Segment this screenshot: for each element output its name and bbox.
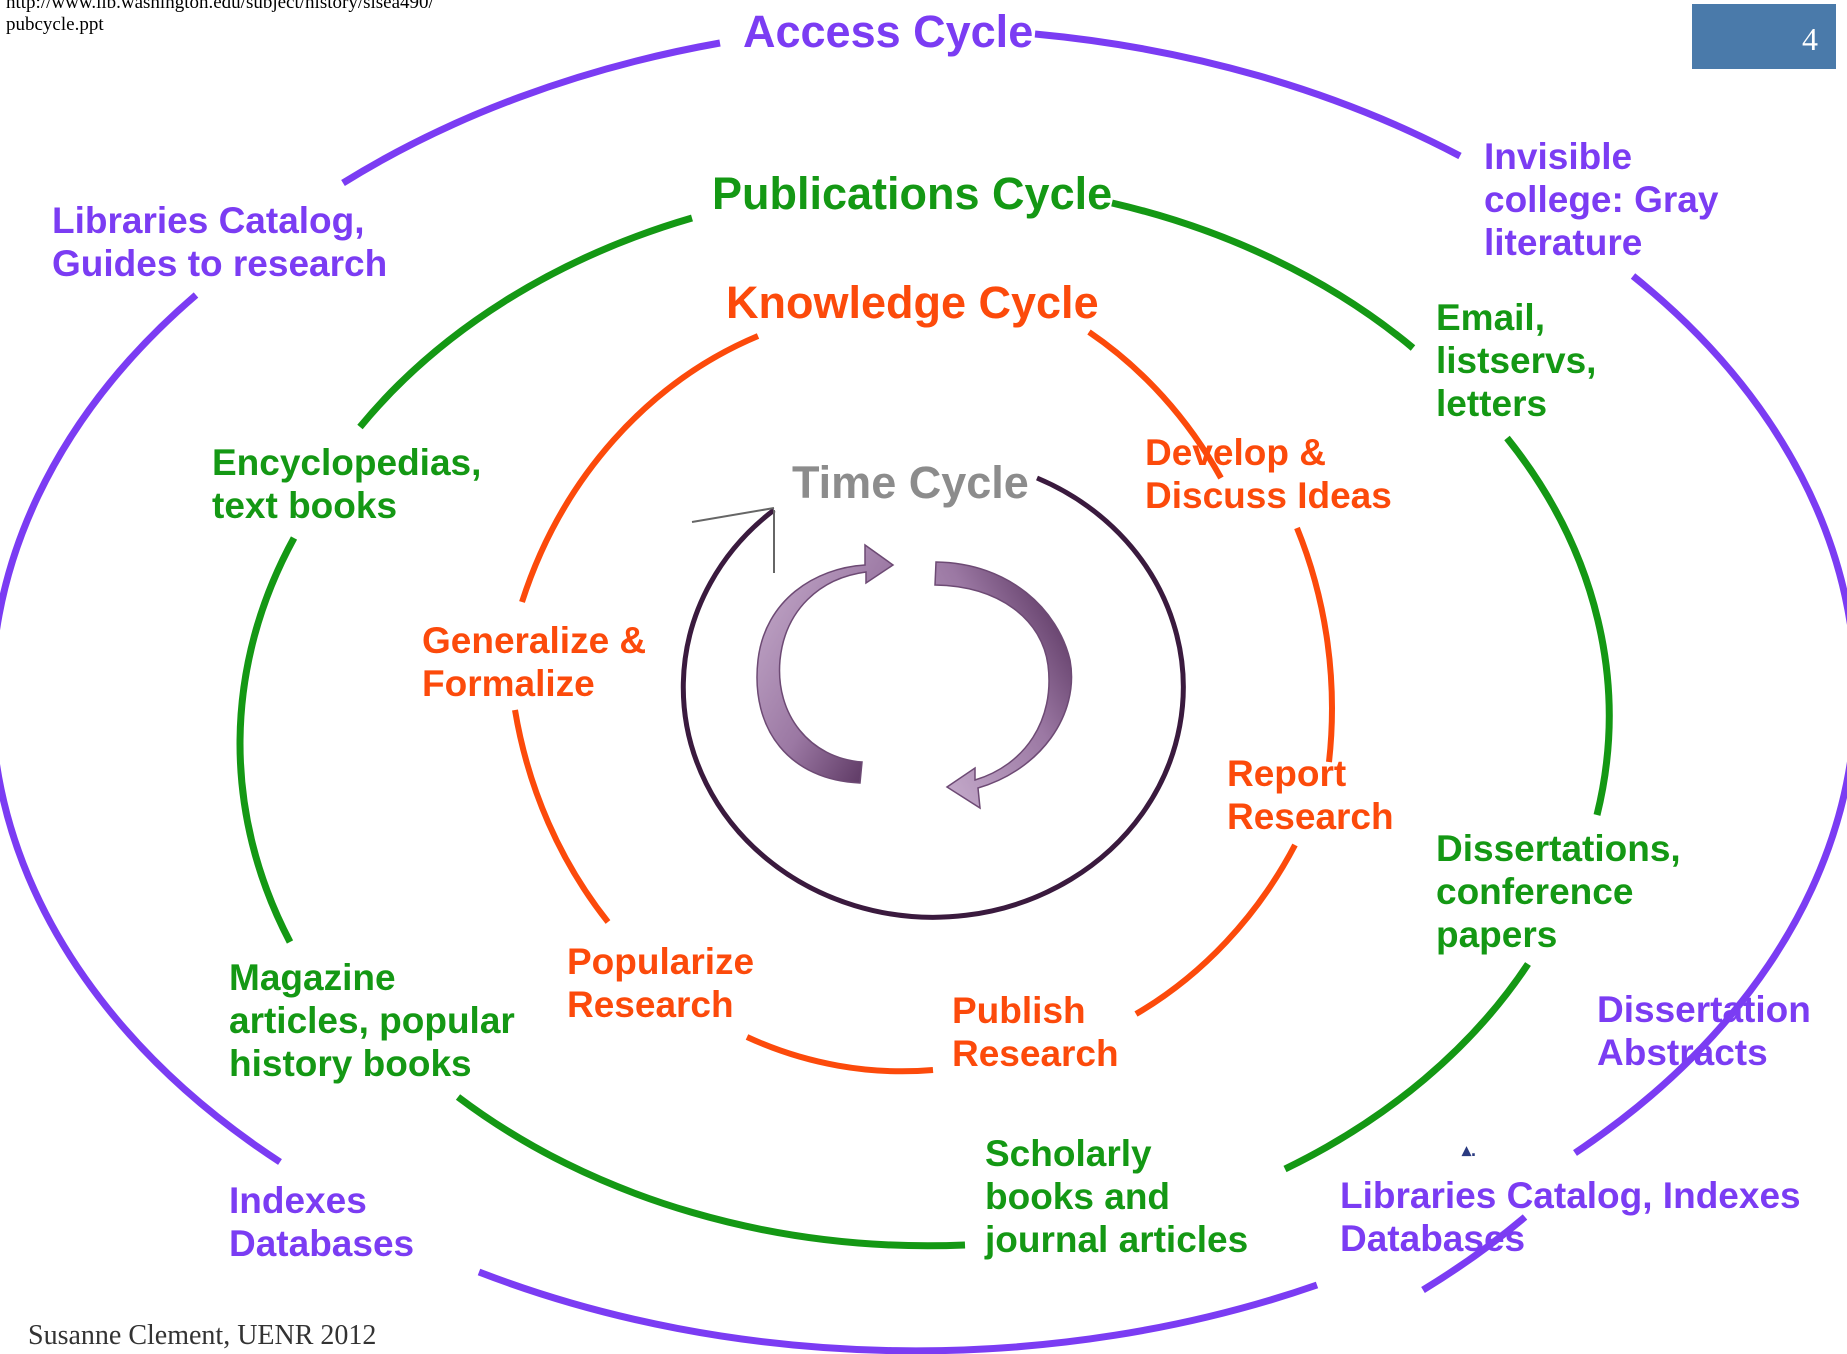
knowledge-item-popularize: Popularize Research	[567, 941, 755, 1025]
knowledge-item-generalize: Generalize & Formalize	[422, 620, 647, 704]
knowledge-cycle-ring	[512, 329, 1335, 1075]
knowledge-item-develop: Develop & Discuss Ideas	[1145, 432, 1392, 516]
time-cycle-title: Time Cycle	[792, 457, 1029, 508]
pointer-line	[691, 507, 775, 523]
decorative-mark-icon: ▴.	[1462, 1140, 1477, 1160]
publications-item-email: Email, listservs, letters	[1436, 297, 1597, 424]
knowledge-item-report: Report Research	[1227, 753, 1394, 837]
arrow-left-half	[756, 543, 895, 784]
access-item-libraries-indexes: Libraries Catalog, Indexes Databases	[1340, 1175, 1801, 1259]
access-item-dissertation-abstracts: Dissertation Abstracts	[1597, 989, 1811, 1073]
knowledge-cycle-title: Knowledge Cycle	[726, 277, 1099, 328]
slide-number: 4	[1802, 21, 1818, 57]
publications-item-encyclopedias: Encyclopedias, text books	[212, 442, 482, 526]
publications-item-scholarly: Scholarly books and journal articles	[985, 1133, 1249, 1260]
publications-cycle-title: Publications Cycle	[712, 168, 1113, 219]
time-cycle-ring	[680, 475, 1186, 920]
access-item-indexes-databases: Indexes Databases	[229, 1180, 415, 1264]
source-url: http://www.lib.washington.edu/subject/hi…	[6, 0, 434, 35]
access-cycle-title: Access Cycle	[743, 6, 1034, 57]
access-item-invisible-college: Invisible college: Gray literature	[1484, 136, 1719, 263]
access-item-libraries-guides: Libraries Catalog, Guides to research	[52, 200, 388, 284]
credit-text: Susanne Clement, UENR 2012	[28, 1320, 377, 1351]
publications-cycle-ring	[236, 199, 1613, 1250]
publications-item-magazine: Magazine articles, popular history books	[229, 957, 515, 1084]
refresh-arrows-icon	[756, 543, 1073, 810]
arrow-right-half	[934, 561, 1073, 810]
knowledge-item-publish: Publish Research	[952, 990, 1119, 1074]
publications-item-dissertations: Dissertations, conference papers	[1436, 828, 1681, 955]
slide-number-badge: 4	[1692, 4, 1836, 69]
access-cycle-ring	[0, 30, 1847, 1354]
